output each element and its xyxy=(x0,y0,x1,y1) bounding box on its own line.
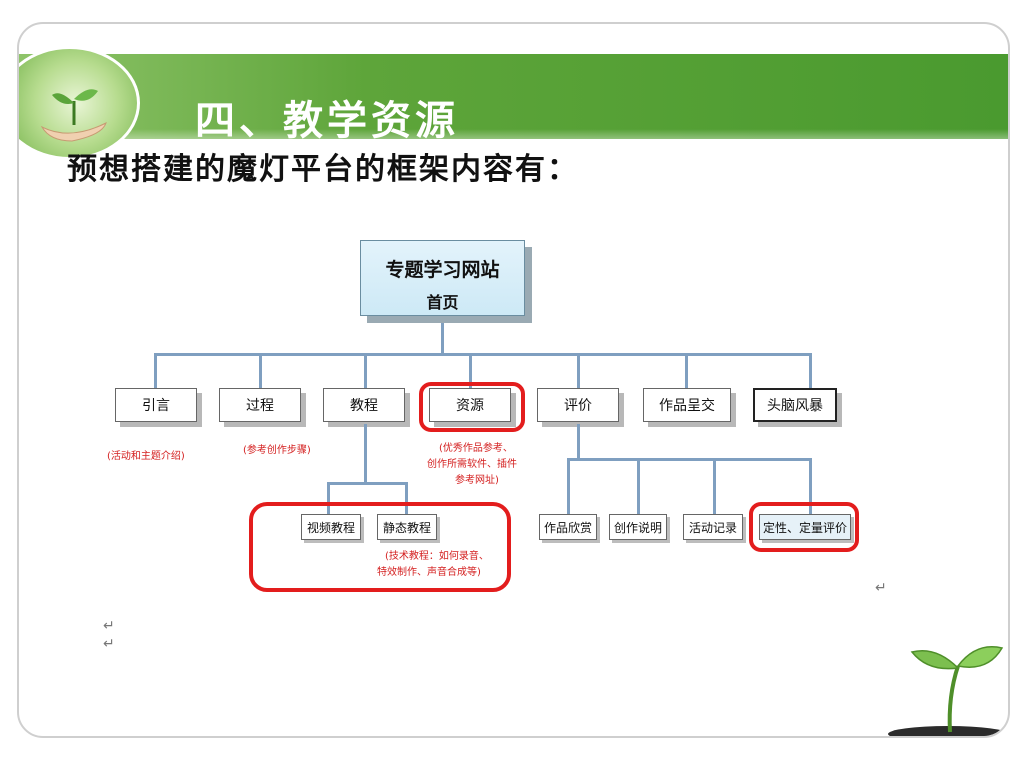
site-structure-diagram: 专题学习网站 首页 引言 过程 教程 资源 评价 作品呈交 头脑风暴 (活动和主… xyxy=(19,222,1008,652)
highlight-resources xyxy=(419,382,525,432)
node-static-tutorial: 静态教程 xyxy=(377,514,437,540)
connector-eval-bar xyxy=(567,458,811,461)
return-mark-left-2: ↵ xyxy=(103,636,115,652)
connector-root-down xyxy=(441,323,444,353)
node-tutorial: 教程 xyxy=(323,388,405,422)
slide-frame: 四、教学资源 预想搭建的魔灯平台的框架内容有： 专题学习网站 首页 引言 过程 … xyxy=(17,22,1010,738)
return-mark-left-1: ↵ xyxy=(103,618,115,634)
connector-eval-2 xyxy=(637,458,640,514)
root-node: 专题学习网站 首页 xyxy=(360,240,525,316)
connector-drop-3 xyxy=(364,353,367,389)
title-bar: 四、教学资源 xyxy=(19,54,1008,144)
node-creation-notes: 创作说明 xyxy=(609,514,667,540)
return-mark-right: ↵ xyxy=(875,580,887,596)
note-tutorial-2: 特效制作、声音合成等) xyxy=(377,567,481,578)
sprout-logo-icon xyxy=(40,89,107,142)
root-node-subtitle: 首页 xyxy=(426,293,459,312)
node-resources: 资源 xyxy=(429,388,511,422)
connector-drop-5 xyxy=(577,353,580,389)
logo-sprout-hands xyxy=(19,46,140,160)
connector-tutorial-bar xyxy=(327,482,407,485)
connector-eval-1 xyxy=(567,458,570,514)
connector-drop-7 xyxy=(809,353,812,389)
node-qualitative-quantitative-eval: 定性、定量评价 xyxy=(759,514,851,540)
note-tutorial-1: (技术教程：如何录音、 xyxy=(385,551,489,562)
node-evaluation: 评价 xyxy=(537,388,619,422)
note-resources-2: 创作所需软件、插件 xyxy=(427,459,517,470)
connector-drop-4 xyxy=(469,353,472,389)
connector-drop-2 xyxy=(259,353,262,389)
connector-eval-4 xyxy=(809,458,812,514)
connector-tutorial-left xyxy=(327,482,330,514)
node-brainstorm: 头脑风暴 xyxy=(753,388,837,422)
connector-level1-bar xyxy=(154,353,812,356)
connector-tutorial-right xyxy=(405,482,408,514)
sprout-decoration xyxy=(878,636,1008,736)
note-process: (参考创作步骤) xyxy=(243,445,311,456)
note-resources-3: 参考网址) xyxy=(455,475,499,486)
root-node-title: 专题学习网站 xyxy=(385,259,500,281)
node-video-tutorial: 视频教程 xyxy=(301,514,361,540)
node-submit-work: 作品呈交 xyxy=(643,388,731,422)
sprout-icon xyxy=(888,646,1008,736)
node-activity-log: 活动记录 xyxy=(683,514,743,540)
connector-drop-6 xyxy=(685,353,688,389)
note-intro: (活动和主题介绍) xyxy=(107,451,185,462)
node-process: 过程 xyxy=(219,388,301,422)
note-resources-1: (优秀作品参考、 xyxy=(439,443,513,454)
connector-tutorial-down xyxy=(364,424,367,482)
connector-drop-1 xyxy=(154,353,157,389)
intro-text: 预想搭建的魔灯平台的框架内容有： xyxy=(67,152,579,187)
highlight-tutorial xyxy=(249,502,511,592)
page-title: 四、教学资源 xyxy=(195,97,459,144)
node-intro: 引言 xyxy=(115,388,197,422)
node-work-appreciation: 作品欣赏 xyxy=(539,514,597,540)
highlight-evaluation xyxy=(749,502,859,552)
connector-eval-3 xyxy=(713,458,716,514)
connector-eval-down xyxy=(577,424,580,458)
